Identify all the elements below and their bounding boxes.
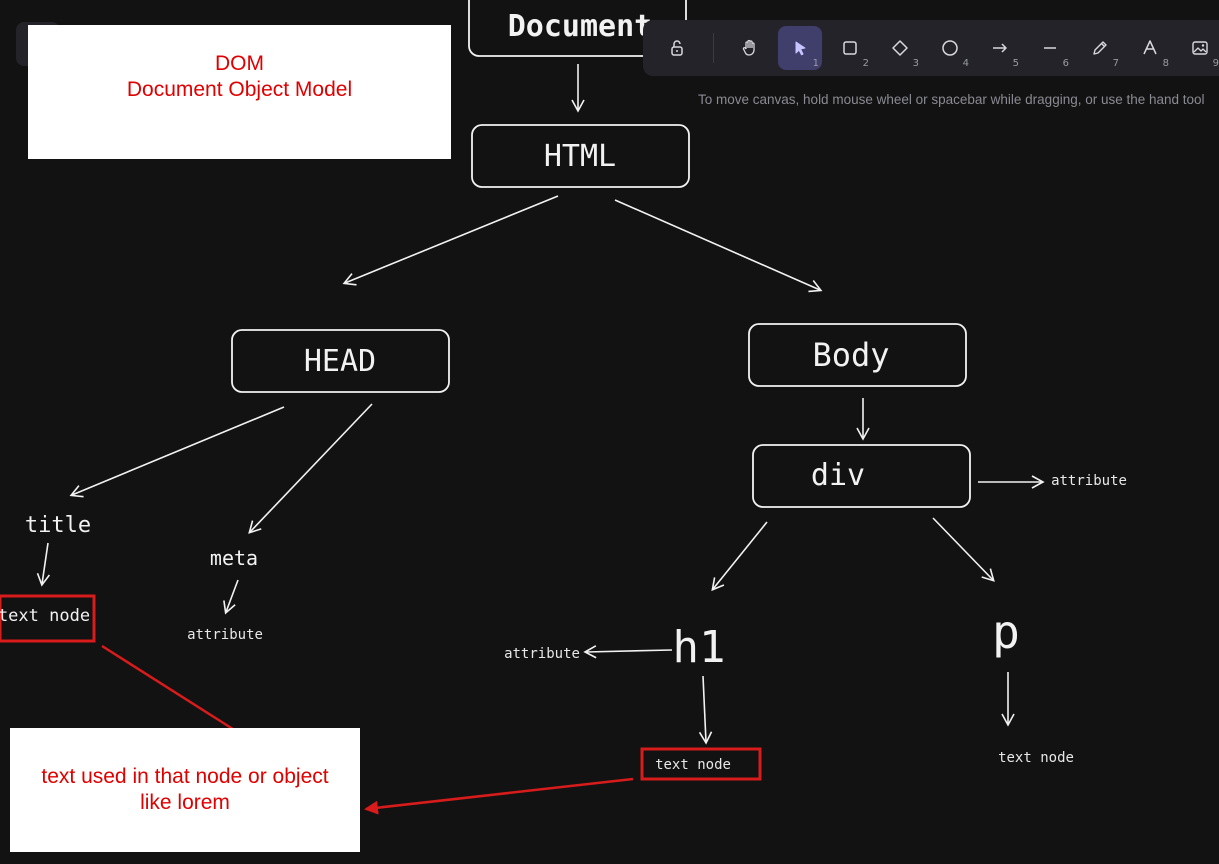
line-tool[interactable]: 6 <box>1028 26 1072 70</box>
text-note-line1: text used in that node or object <box>41 765 329 788</box>
div-node-label: div <box>811 458 865 493</box>
ellipse-tool[interactable]: 4 <box>928 26 972 70</box>
text-node-h1-label: text node <box>655 757 731 773</box>
pointer-icon <box>795 41 806 56</box>
arrow-html-head <box>342 195 559 286</box>
tool-shortcut-9: 9 <box>1212 58 1219 69</box>
pencil-tool[interactable]: 7 <box>1078 26 1122 70</box>
red-connector-h1 <box>364 777 634 815</box>
attribute-div-label: attribute <box>1051 473 1127 489</box>
text-tool[interactable]: 8 <box>1128 26 1172 70</box>
document-node-label: Document <box>508 9 653 44</box>
diamond-tool[interactable]: 3 <box>878 26 922 70</box>
text-note-line2: like lorem <box>140 791 230 814</box>
canvas-hint-text: To move canvas, hold mouse wheel or spac… <box>698 92 1205 107</box>
diamond-icon <box>892 40 908 56</box>
head-node-box[interactable] <box>231 329 450 393</box>
tool-shortcut-5: 5 <box>1012 58 1019 69</box>
arrow-h1-attribute <box>583 645 673 659</box>
tool-shortcut-1: 1 <box>812 58 819 69</box>
title-label: title <box>25 513 91 538</box>
tool-shortcut-8: 8 <box>1162 58 1169 69</box>
arrow-div-p <box>932 517 995 582</box>
line-icon <box>1044 47 1056 49</box>
image-tool[interactable]: 9 <box>1178 26 1219 70</box>
hand-icon <box>742 39 755 56</box>
red-connector-title <box>101 644 237 733</box>
toolbar-separator <box>713 33 714 63</box>
arrow-head-title <box>69 406 285 498</box>
dom-note-line2: Document Object Model <box>126 78 353 101</box>
lock-tool[interactable] <box>655 26 699 70</box>
p-label: p <box>992 605 1020 659</box>
attribute-meta-label: attribute <box>187 627 263 643</box>
attribute-h1-label: attribute <box>504 646 580 662</box>
text-node-title-label: text node <box>0 606 90 626</box>
arrow-meta-attribute <box>223 579 239 615</box>
pointer-tool[interactable]: 1 <box>778 26 822 70</box>
body-node-label: Body <box>812 336 889 374</box>
text-node-p-label: text node <box>998 750 1074 766</box>
arrow-html-body <box>614 199 823 293</box>
arrow-div-h1 <box>711 521 768 592</box>
dom-note-box[interactable]: DOM Document Object Model <box>28 25 451 159</box>
h1-label: h1 <box>673 622 726 673</box>
arrow-head-meta <box>248 403 373 534</box>
meta-label: meta <box>210 546 258 570</box>
arrow-icon <box>993 43 1007 53</box>
hand-tool[interactable] <box>728 26 772 70</box>
tool-shortcut-2: 2 <box>862 58 869 69</box>
text-node-h1-box[interactable] <box>640 747 762 781</box>
div-node-box[interactable] <box>752 444 971 508</box>
text-node-title-box[interactable] <box>0 594 96 643</box>
rectangle-icon <box>843 41 857 55</box>
ellipse-icon <box>942 40 958 56</box>
body-node-box[interactable] <box>748 323 967 387</box>
tool-shortcut-4: 4 <box>962 58 969 69</box>
image-icon <box>1192 41 1208 55</box>
tool-shortcut-3: 3 <box>912 58 919 69</box>
text-icon <box>1143 40 1157 55</box>
rectangle-tool[interactable]: 2 <box>828 26 872 70</box>
pencil-icon <box>1093 41 1107 55</box>
tool-shortcut-7: 7 <box>1112 58 1119 69</box>
lock-icon <box>671 40 683 56</box>
arrow-tool[interactable]: 5 <box>978 26 1022 70</box>
shapes-toolbar: 1 2 3 4 5 6 7 8 9 <box>643 20 1219 76</box>
html-node-label: HTML <box>544 139 616 174</box>
text-node-note-box[interactable]: text used in that node or object like lo… <box>10 728 360 852</box>
dom-note-line1: DOM <box>215 52 264 75</box>
arrow-title-textnode <box>36 542 51 587</box>
html-node-box[interactable] <box>471 124 690 188</box>
arrow-h1-textnode <box>698 675 713 745</box>
head-node-label: HEAD <box>304 344 376 379</box>
tool-shortcut-6: 6 <box>1062 58 1069 69</box>
